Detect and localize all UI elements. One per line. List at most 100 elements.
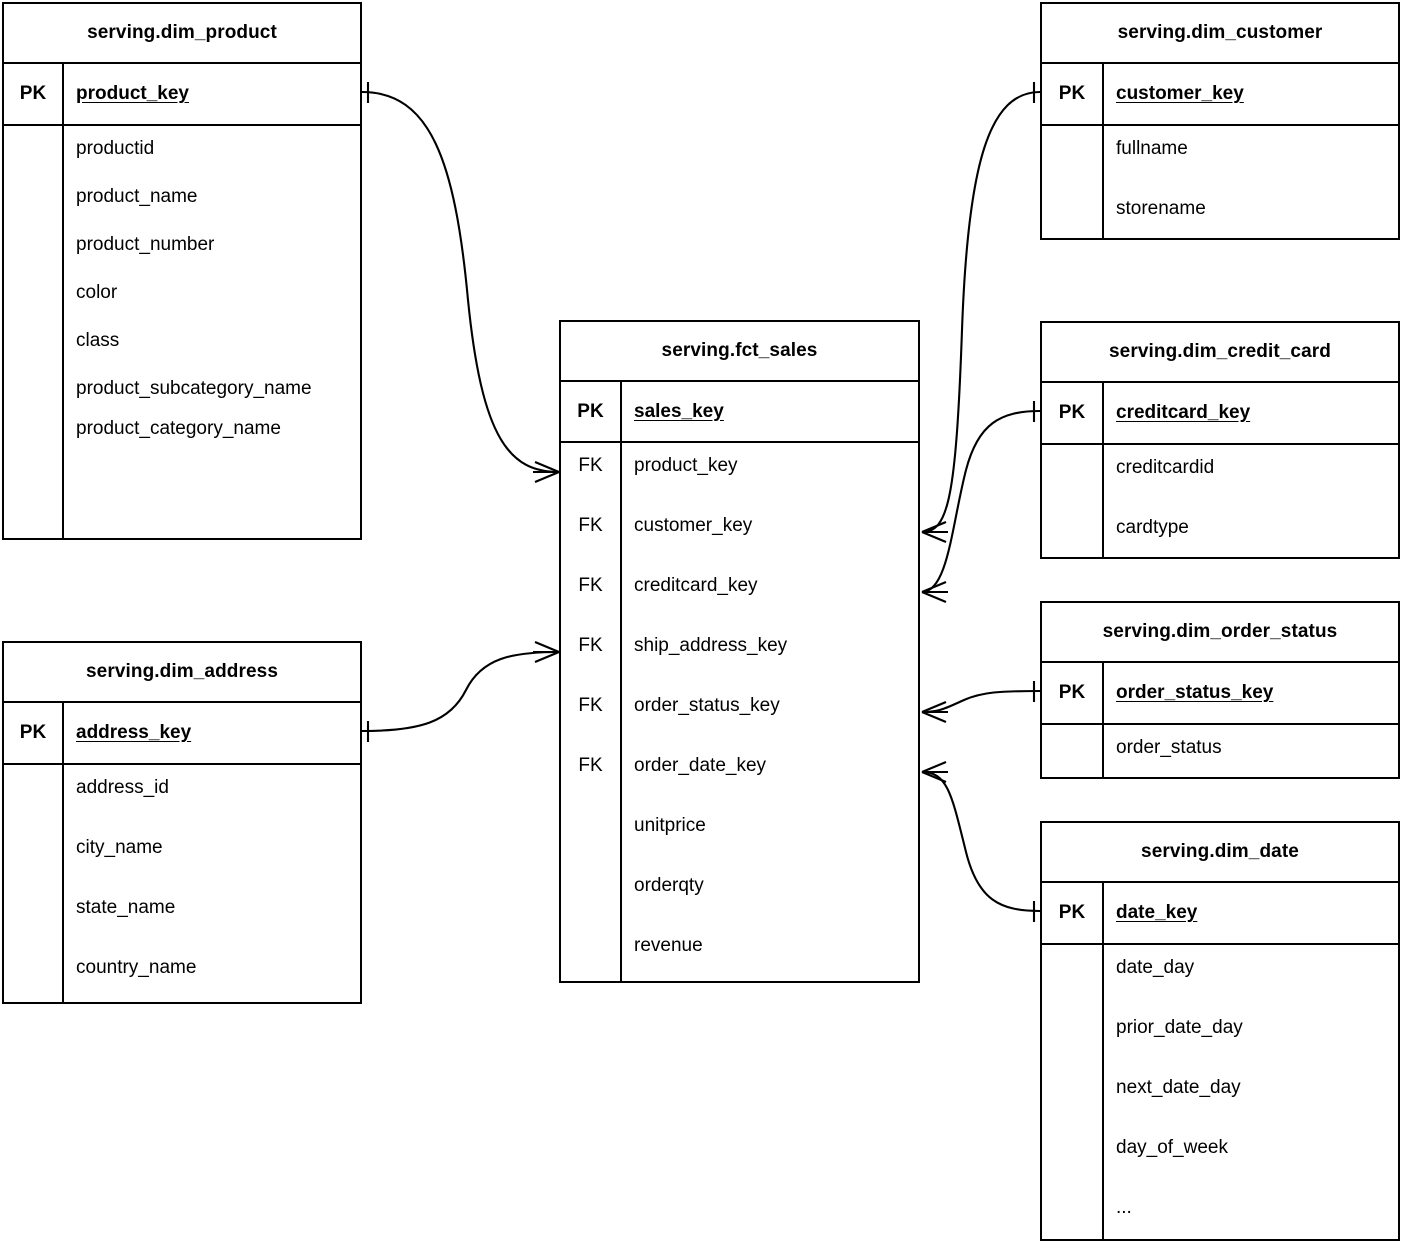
attribute: product_name: [76, 186, 198, 207]
attribute-list-dim-customer: fullname storename: [1104, 126, 1398, 238]
attribute: country_name: [76, 957, 197, 978]
pk-tag-fct-sales: PK: [561, 382, 622, 441]
attribute: class: [76, 330, 120, 351]
entity-title-dim-product: serving.dim_product: [4, 4, 360, 64]
attribute: date_day: [1116, 957, 1195, 978]
fk-tag: FK: [578, 455, 603, 476]
pk-field-dim-address: address_key: [76, 722, 192, 743]
attribute: product_number: [76, 234, 215, 255]
attribute: cardtype: [1116, 517, 1189, 538]
pk-row-dim-address: PK address_key: [4, 703, 360, 765]
entity-title-dim-customer: serving.dim_customer: [1042, 4, 1398, 64]
entity-title-dim-address: serving.dim_address: [4, 643, 360, 703]
pk-row-dim-order-status: PK order_status_key: [1042, 663, 1398, 725]
pk-tag-dim-address: PK: [4, 703, 64, 763]
attribute-list-dim-date: date_day prior_date_day next_date_day da…: [1104, 945, 1398, 1239]
attribute: city_name: [76, 837, 163, 858]
key-gutter-dim-customer: [1042, 126, 1104, 238]
key-gutter-dim-product: [4, 126, 64, 538]
attribute: creditcardid: [1116, 457, 1215, 478]
crowfoot-date: [921, 761, 948, 783]
entity-title-dim-date: serving.dim_date: [1042, 823, 1398, 883]
relationship-customer: [921, 82, 1041, 543]
column-list-fct-sales: product_key customer_key creditcard_key …: [622, 443, 918, 981]
attribute: color: [76, 282, 118, 303]
key-gutter-dim-order-status: [1042, 725, 1104, 777]
attribute: prior_date_day: [1116, 1017, 1243, 1038]
attribute: product_subcategory_name: [76, 378, 312, 399]
key-gutter-dim-date: [1042, 945, 1104, 1239]
attribute: fullname: [1116, 138, 1188, 159]
fk-tag: FK: [578, 515, 603, 536]
pk-tag-dim-date: PK: [1042, 883, 1104, 943]
entity-title-fct-sales: serving.fct_sales: [561, 322, 918, 382]
crowfoot-customer: [921, 521, 948, 543]
attributes-dim-date: date_day prior_date_day next_date_day da…: [1042, 945, 1398, 1239]
entity-title-dim-credit-card: serving.dim_credit_card: [1042, 323, 1398, 383]
attributes-dim-customer: fullname storename: [1042, 126, 1398, 238]
columns-fct-sales: FK FK FK FK FK FK product_key customer_k…: [561, 443, 918, 981]
crowfoot-creditcard: [921, 581, 948, 603]
entity-dim-date[interactable]: serving.dim_date PK date_key date_day pr…: [1040, 821, 1400, 1241]
pk-field-dim-product: product_key: [76, 83, 189, 104]
entity-title-dim-order-status: serving.dim_order_status: [1042, 603, 1398, 663]
attribute: next_date_day: [1116, 1077, 1241, 1098]
pk-field-dim-order-status: order_status_key: [1116, 682, 1274, 703]
pk-row-dim-date: PK date_key: [1042, 883, 1398, 945]
relationship-date: [921, 761, 1041, 922]
relationship-address: [361, 641, 560, 742]
pk-tag-dim-customer: PK: [1042, 64, 1104, 124]
attributes-dim-order-status: order_status: [1042, 725, 1398, 777]
attribute-list-dim-address: address_id city_name state_name country_…: [64, 765, 360, 1002]
attribute-list-dim-product: productid product_name product_number co…: [64, 126, 360, 538]
fk-tag: FK: [578, 575, 603, 596]
attribute: productid: [76, 138, 155, 159]
pk-row-fct-sales: PK sales_key: [561, 382, 918, 443]
fk-tag: FK: [578, 635, 603, 656]
fk-tag: FK: [578, 755, 603, 776]
crowfoot-address: [533, 641, 560, 663]
entity-fct-sales[interactable]: serving.fct_sales PK sales_key FK FK FK …: [559, 320, 920, 983]
attributes-dim-address: address_id city_name state_name country_…: [4, 765, 360, 1002]
key-gutter-dim-address: [4, 765, 64, 1002]
relationship-product: [361, 82, 560, 483]
entity-dim-order-status[interactable]: serving.dim_order_status PK order_status…: [1040, 601, 1400, 779]
entity-dim-product[interactable]: serving.dim_product PK product_key produ…: [2, 2, 362, 540]
relationship-order-status: [921, 681, 1041, 723]
pk-tag-dim-order-status: PK: [1042, 663, 1104, 723]
pk-tag-dim-product: PK: [4, 64, 64, 124]
crowfoot-product: [533, 461, 560, 483]
crowfoot-order-status: [921, 701, 948, 723]
pk-row-dim-credit-card: PK creditcard_key: [1042, 383, 1398, 445]
pk-row-dim-customer: PK customer_key: [1042, 64, 1398, 126]
fk-column: order_status_key: [634, 695, 780, 716]
key-gutter-dim-credit-card: [1042, 445, 1104, 557]
pk-tag-dim-credit-card: PK: [1042, 383, 1104, 443]
entity-dim-address[interactable]: serving.dim_address PK address_key addre…: [2, 641, 362, 1004]
fk-column: order_date_key: [634, 755, 767, 776]
attribute: storename: [1116, 198, 1206, 219]
attribute: address_id: [76, 777, 169, 798]
pk-row-dim-product: PK product_key: [4, 64, 360, 126]
attribute-list-dim-order-status: order_status: [1104, 725, 1398, 777]
pk-field-dim-credit-card: creditcard_key: [1116, 402, 1251, 423]
attribute: order_status: [1116, 737, 1222, 758]
fk-tag: FK: [578, 695, 603, 716]
attribute: product_category_name: [76, 418, 281, 439]
fk-column: ship_address_key: [634, 635, 788, 656]
fk-column: product_key: [634, 455, 738, 476]
attribute: state_name: [76, 897, 176, 918]
attribute: day_of_week: [1116, 1137, 1228, 1158]
relationship-creditcard: [921, 401, 1041, 603]
pk-field-fct-sales: sales_key: [634, 400, 724, 422]
measure-column: unitprice: [634, 815, 706, 836]
entity-dim-customer[interactable]: serving.dim_customer PK customer_key ful…: [1040, 2, 1400, 240]
pk-field-dim-date: date_key: [1116, 902, 1198, 923]
entity-dim-credit-card[interactable]: serving.dim_credit_card PK creditcard_ke…: [1040, 321, 1400, 559]
pk-field-dim-customer: customer_key: [1116, 83, 1244, 104]
measure-column: revenue: [634, 935, 703, 956]
fk-column: creditcard_key: [634, 575, 758, 596]
fk-tag-column-fct-sales: FK FK FK FK FK FK: [561, 443, 622, 981]
attributes-dim-credit-card: creditcardid cardtype: [1042, 445, 1398, 557]
